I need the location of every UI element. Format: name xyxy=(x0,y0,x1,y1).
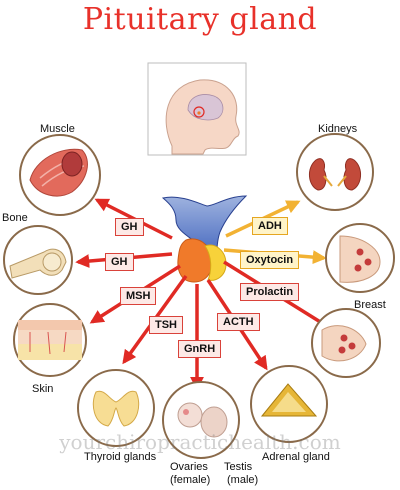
page-title: Pituitary gland xyxy=(82,2,318,37)
kidneys-icon xyxy=(296,133,374,211)
label-ovaries-sub: (female) xyxy=(170,474,211,486)
watermark: yourchiropractichealth.com xyxy=(59,430,341,454)
bone-icon xyxy=(3,225,73,295)
label-breast: Breast xyxy=(354,299,386,311)
head-illustration xyxy=(147,62,247,156)
hormone-adh: ADH xyxy=(252,217,288,235)
hormone-gnrh: GnRH xyxy=(178,340,222,358)
label-bone: Bone xyxy=(2,212,28,224)
hormone-msh: MSH xyxy=(120,287,157,305)
label-skin: Skin xyxy=(32,383,54,395)
label-kidneys: Kidneys xyxy=(318,123,358,135)
hormone-gh-bone: GH xyxy=(105,253,134,271)
hormone-prolactin: Prolactin xyxy=(240,283,300,301)
label-testis-sub: (male) xyxy=(227,474,259,486)
muscle-icon xyxy=(19,134,101,216)
label-testis: Testis xyxy=(224,461,253,473)
label-ovaries: Ovaries xyxy=(170,461,208,473)
hormone-acth: ACTH xyxy=(217,313,260,331)
label-muscle: Muscle xyxy=(40,123,75,135)
hormone-gh-muscle: GH xyxy=(115,218,144,236)
label-thyroid: Thyroid glands xyxy=(84,451,157,463)
pituitary-gland xyxy=(161,195,248,283)
thyroid-icon xyxy=(77,369,155,447)
adrenal-icon xyxy=(250,365,328,443)
label-adrenal: Adrenal gland xyxy=(262,451,330,463)
skin-icon xyxy=(13,303,87,377)
hormone-oxytocin: Oxytocin xyxy=(240,251,300,269)
breast-lower-icon xyxy=(311,308,381,378)
breast-upper-icon xyxy=(325,223,395,293)
gonads-icon xyxy=(162,381,240,459)
hormone-tsh: TSH xyxy=(149,316,183,334)
